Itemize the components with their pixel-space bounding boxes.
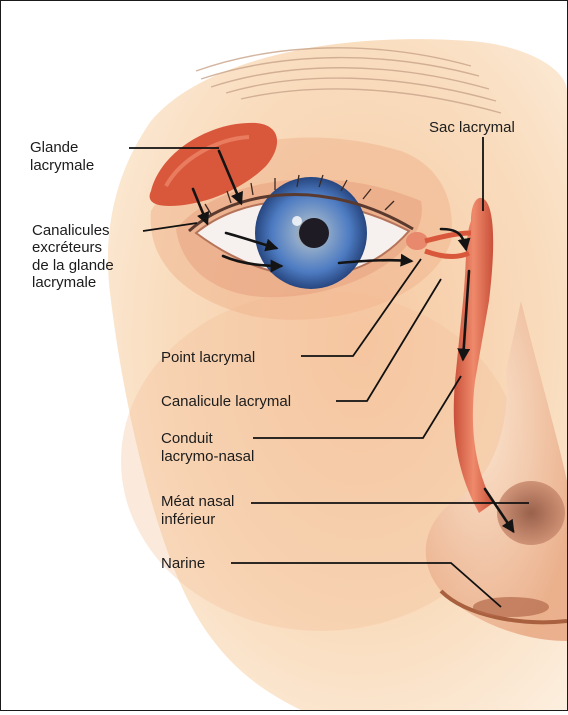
label-canalicules-excreteurs: Canalicules excréteurs de la glande lacr…: [32, 222, 118, 291]
label-narine: Narine: [161, 555, 205, 572]
label-sac-lacrymal: Sac lacrymal: [429, 119, 515, 136]
label-canalicule-lacrymal: Canalicule lacrymal: [161, 393, 291, 410]
label-glande-lacrymale: Glande lacrymale: [30, 139, 94, 174]
label-point-lacrymal: Point lacrymal: [161, 349, 255, 366]
